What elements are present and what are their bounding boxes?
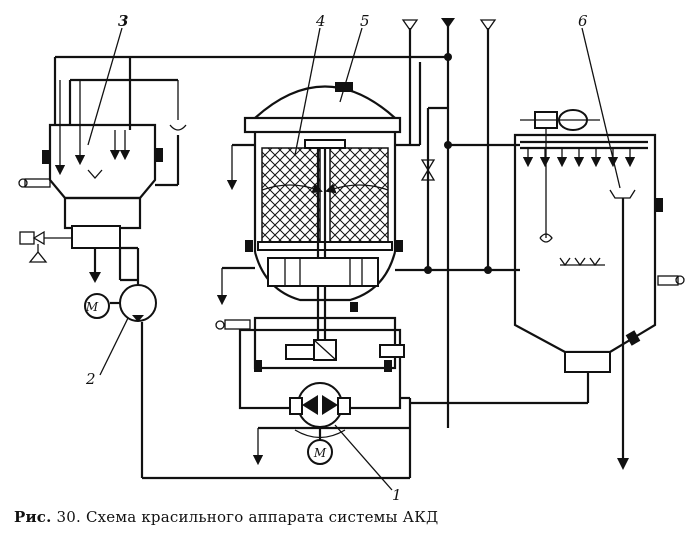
vertical-supply-lines [395,18,590,478]
label-leaders [87,27,621,491]
caption-text: 30. Схема красильного аппарата системы А… [51,508,439,526]
left-pump [84,246,410,480]
label-4: 4 [315,12,326,30]
central-circulation-pump [238,302,410,466]
label-6: 6 [578,12,588,30]
caption-prefix: Рис. [14,508,52,526]
right-storage-tank [513,109,685,470]
motor-left-label: M [85,300,99,314]
top-supply-pipe [53,53,452,130]
dyeing-apparatus-diagram: M [18,12,685,504]
label-5: 5 [360,12,370,30]
label-2: 2 [85,370,96,388]
label-3: 3 [118,12,128,30]
central-dyeing-vessel [215,82,403,345]
left-preparation-tank [18,80,187,283]
figure-caption: Рис. 30. Схема красильного аппарата сист… [14,508,438,526]
label-1: 1 [392,486,402,504]
motor-bottom-label: M [313,446,327,460]
